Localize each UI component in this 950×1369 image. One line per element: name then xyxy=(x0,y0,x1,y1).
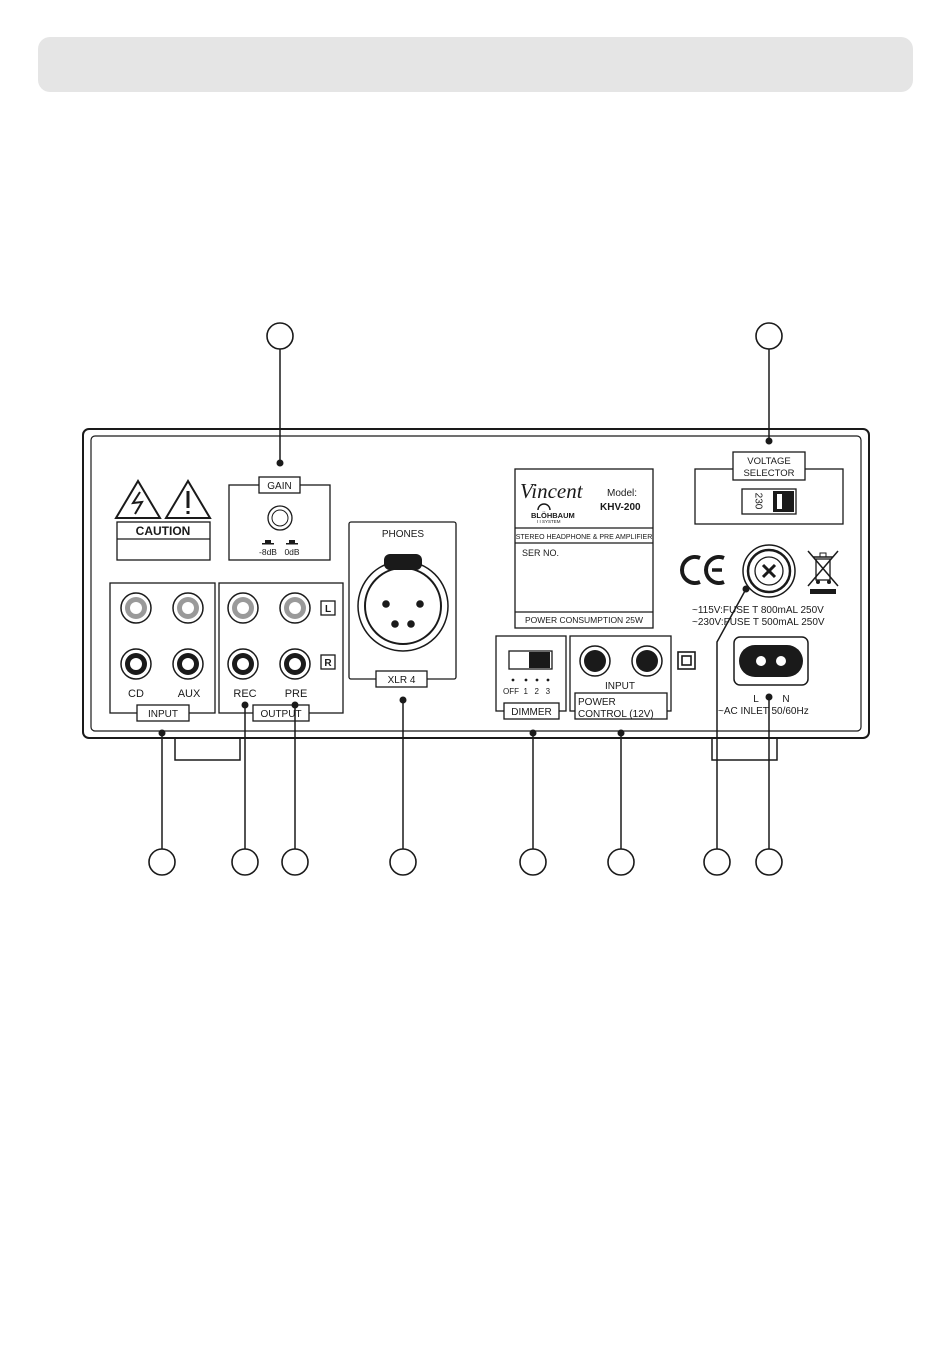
callout-rec xyxy=(231,701,259,876)
gain-switch[interactable] xyxy=(267,505,293,531)
callout-input xyxy=(148,729,176,876)
voltage-value: 230 xyxy=(752,493,763,510)
sub-brand-icon xyxy=(537,503,551,511)
callout-dimmer xyxy=(519,729,547,876)
caution-label: CAUTION xyxy=(136,524,191,538)
dimmer-title: DIMMER xyxy=(511,707,552,718)
callout-fuse xyxy=(703,585,750,876)
model-label: Model: xyxy=(607,488,637,499)
xlr-title-box xyxy=(375,670,428,688)
input-cd-label: CD xyxy=(128,688,144,700)
callout-gain xyxy=(266,322,294,467)
callout-voltage-selector xyxy=(755,322,783,445)
gain-0db-label: 0dB xyxy=(284,547,299,557)
voltage-title-line2: SELECTOR xyxy=(743,468,794,479)
ac-inlet[interactable] xyxy=(733,636,809,686)
output-rec-right-jack[interactable] xyxy=(227,648,259,680)
gain-minus8-label: -8dB xyxy=(259,547,277,557)
xlr-title: XLR 4 xyxy=(388,675,416,686)
warning-exclamation-icon xyxy=(164,479,212,519)
input-cd-right-jack[interactable] xyxy=(120,648,152,680)
input-group-title: INPUT xyxy=(148,709,178,720)
callout-power-control xyxy=(607,729,635,876)
dimmer-switch[interactable] xyxy=(508,650,553,670)
label-plate xyxy=(514,468,654,629)
fuse-rating-230v: ~230V:FUSE T 500mAL 250V xyxy=(692,617,825,628)
gain-title-box xyxy=(258,476,301,494)
brand-logo: Vincent xyxy=(520,479,584,503)
power-control-title-line1: POWER xyxy=(578,697,616,708)
sub-brand-bottom: I I SYSTEM xyxy=(537,519,561,524)
input-aux-left-jack[interactable] xyxy=(172,592,204,624)
right-channel-mark: R xyxy=(324,658,332,669)
gain-title: GAIN xyxy=(267,481,291,492)
sub-brand-top: BLÖHBAUM xyxy=(531,511,575,520)
output-pre-left-jack[interactable] xyxy=(279,592,311,624)
model-value: KHV-200 xyxy=(600,502,641,513)
output-rec-left-jack[interactable] xyxy=(227,592,259,624)
voltage-title-box xyxy=(732,451,806,481)
ac-inlet-n-label: N xyxy=(782,694,789,705)
chassis-inner xyxy=(90,435,862,732)
power-control-title-line2: CONTROL (12V) xyxy=(578,709,654,720)
power-control-input-label: INPUT xyxy=(605,681,635,692)
output-pre-right-jack[interactable] xyxy=(279,648,311,680)
header-bar xyxy=(38,37,913,92)
output-pre-label: PRE xyxy=(285,688,308,700)
dimmer-title-box xyxy=(503,702,560,720)
class-ii-icon xyxy=(677,651,696,670)
right-foot xyxy=(711,735,778,761)
fuse-rating-115v: ~115V:FUSE T 800mAL 250V xyxy=(692,605,824,616)
caution-box xyxy=(116,521,211,561)
left-channel-mark-box xyxy=(320,600,336,616)
right-channel-mark-box xyxy=(320,654,336,670)
ac-inlet-label: ~AC INLET 50/60Hz xyxy=(718,706,809,717)
power-consumption: POWER CONSUMPTION 25W xyxy=(525,615,643,625)
warning-shock-icon xyxy=(114,479,162,519)
power-control-title-box xyxy=(574,692,668,720)
phones-title: PHONES xyxy=(382,529,425,540)
callout-ac-inlet xyxy=(755,693,783,876)
product-description: STEREO HEADPHONE & PRE AMPLIFIER xyxy=(516,534,653,541)
power-control-jack-1[interactable] xyxy=(579,645,611,677)
callout-phones xyxy=(389,696,417,876)
dimmer-positions: OFF 1 2 3 xyxy=(503,687,551,696)
serial-label: SER NO. xyxy=(522,548,559,558)
output-rec-label: REC xyxy=(233,688,256,700)
fuse-holder[interactable] xyxy=(742,544,796,598)
voltage-selector-switch[interactable]: 230 xyxy=(741,488,797,515)
xlr-phones-socket[interactable] xyxy=(357,554,449,652)
callout-pre xyxy=(281,701,309,876)
left-channel-mark: L xyxy=(325,604,331,615)
input-aux-right-jack[interactable] xyxy=(172,648,204,680)
input-aux-label: AUX xyxy=(178,688,201,700)
power-control-jack-2[interactable] xyxy=(631,645,663,677)
voltage-title-line1: VOLTAGE xyxy=(747,456,790,467)
left-foot xyxy=(174,735,241,761)
input-cd-left-jack[interactable] xyxy=(120,592,152,624)
input-group-title-box xyxy=(136,704,190,722)
weee-bin-icon xyxy=(807,550,839,594)
ac-inlet-l-label: L xyxy=(753,694,759,705)
ce-mark-icon xyxy=(680,555,725,585)
output-group-title: OUTPUT xyxy=(260,709,301,720)
